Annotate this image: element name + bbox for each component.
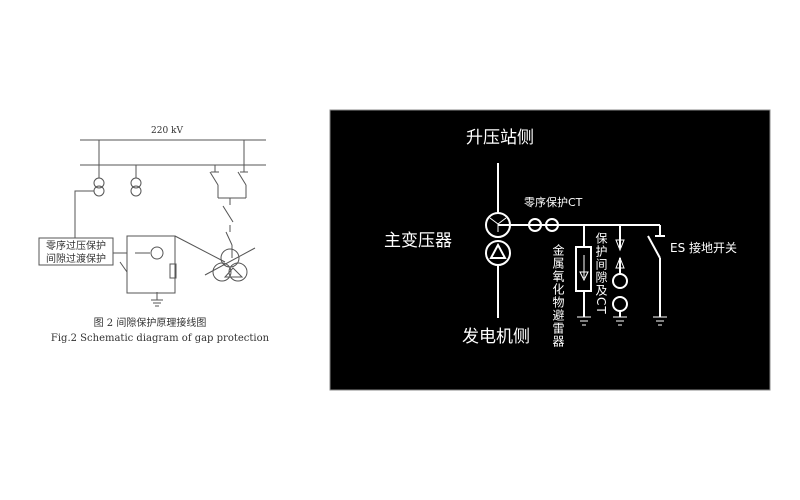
caption-cn: 图 2 间隙保护原理接线图 (94, 316, 207, 329)
protection-label-2: 间隙过渡保护 (46, 252, 106, 265)
gap-label: 保护间隙及CT (594, 232, 608, 315)
protection-gap (612, 225, 628, 326)
right-schematic (485, 163, 667, 326)
zero-sequence-ct-label: 零序保护CT (524, 195, 583, 209)
caption-en: Fig.2 Schematic diagram of gap protectio… (51, 333, 270, 344)
arrester-label: 金属氧化物避雷器 (551, 243, 565, 348)
left-schematic (38, 139, 266, 307)
protection-box (38, 237, 114, 266)
gap-box (126, 235, 176, 294)
bus-voltage-label: 220 kV (151, 126, 183, 136)
main-transformer (204, 247, 256, 282)
step-up-side-label: 升压站侧 (466, 128, 534, 148)
earthing-switch (647, 225, 667, 326)
protection-label-1: 零序过压保护 (46, 239, 106, 252)
generator-side-label: 发电机侧 (462, 327, 530, 347)
main-transformer-label: 主变压器 (384, 231, 452, 251)
earthing-switch-label: ES 接地开关 (670, 240, 737, 255)
pt-1 (93, 177, 105, 197)
zero-sequence-ct (528, 218, 559, 232)
arrester (575, 225, 592, 326)
pt-2 (130, 177, 142, 197)
dark-panel (329, 109, 771, 391)
